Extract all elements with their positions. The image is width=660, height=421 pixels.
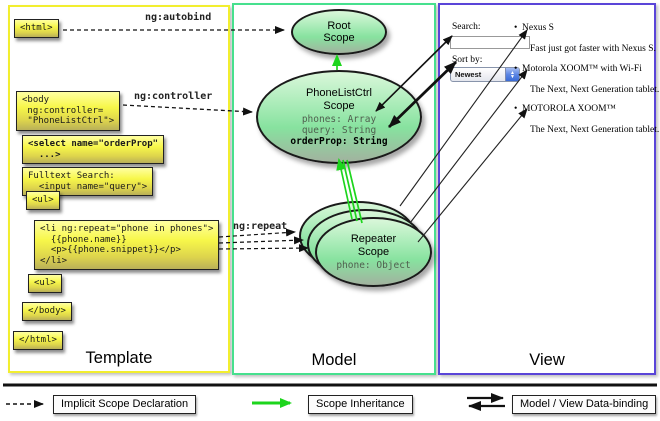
legend-data-binding: Model / View Data-binding (512, 395, 657, 414)
phone-title: • Motorola XOOM™ with Wi-Fi (514, 63, 654, 75)
li-repeat-tag: <li ng:repeat="phone in phones"> {{phone… (34, 220, 220, 270)
ng-repeat-label: ng:repeat (233, 221, 288, 232)
sort-dropdown[interactable]: Newest ▲ ▼ (450, 67, 520, 82)
search-label: Search: (452, 22, 481, 32)
bullet-icon: • (514, 23, 518, 33)
phone-snippet: The Next, Next Generation tablet. (530, 85, 660, 95)
phonelistctrl-scope-props: phones: Array query: String (301, 114, 377, 136)
phone-title-text: MOTOROLA XOOM™ (522, 104, 616, 114)
ul-open-tag: <ul> (26, 191, 60, 210)
legend-implicit-scope: Implicit Scope Declaration (53, 395, 197, 414)
body-close-tag: </body> (22, 302, 72, 321)
sort-dropdown-value: Newest (455, 70, 482, 79)
ul-close-tag: <ul> (28, 274, 62, 293)
model-panel: Model (232, 3, 436, 375)
bullet-icon: • (514, 64, 518, 74)
bullet-icon: • (514, 104, 518, 114)
phonelistctrl-orderprop: orderProp: String (290, 136, 388, 147)
phone-list-item: • Nexus S Fast just got faster with Nexus… (514, 22, 656, 55)
ng-controller-label: ng:controller (134, 91, 213, 102)
root-scope-ellipse: Root Scope (291, 9, 387, 55)
legend-scope-inheritance: Scope Inheritance (308, 395, 413, 414)
phonelistctrl-scope-ellipse: PhoneListCtrl Scope phones: Array query:… (256, 70, 422, 164)
model-panel-title: Model (311, 351, 357, 369)
phone-title-text: Motorola XOOM™ with Wi-Fi (522, 64, 642, 74)
html-close-tag: </html> (13, 331, 63, 350)
repeater-scope-prop: phone: Object (336, 260, 411, 271)
ng-autobind-label: ng:autobind (145, 12, 212, 23)
phone-snippet: Fast just got faster with Nexus S. (530, 44, 656, 54)
view-panel-title: View (529, 351, 565, 369)
phone-snippet: The Next, Next Generation tablet. (530, 125, 660, 135)
root-scope-label: Root Scope (323, 19, 355, 45)
repeater-scope-ellipse-front: Repeater Scope phone: Object (315, 217, 432, 287)
sort-by-label: Sort by: (452, 55, 483, 65)
body-open-tag: <body ng:controller= "PhoneListCtrl"> (16, 91, 121, 131)
phone-title: • MOTOROLA XOOM™ (514, 103, 654, 115)
select-tag: <select name="orderProp" ...> (22, 135, 165, 164)
phone-title: • Nexus S (514, 22, 654, 34)
phone-title-text: Nexus S (522, 23, 554, 33)
phone-list-item: • MOTOROLA XOOM™ The Next, Next Generatio… (514, 103, 660, 136)
legend-double-arrow (467, 393, 505, 411)
phonelistctrl-scope-label: PhoneListCtrl Scope (305, 87, 373, 112)
repeater-scope-label: Repeater Scope (350, 233, 397, 258)
template-panel-title: Template (85, 349, 153, 367)
phone-list-item: • Motorola XOOM™ with Wi-Fi The Next, Nex… (514, 63, 660, 96)
html-open-tag: <html> (14, 19, 59, 38)
